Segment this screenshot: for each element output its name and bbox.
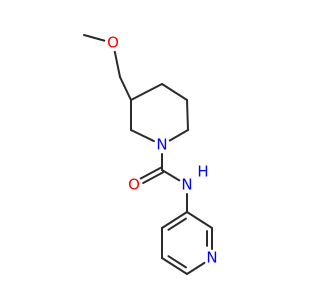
bond-c6-n1: [168, 129, 189, 142]
atom-label-n_amide: N: [181, 176, 192, 194]
bond-py_c3-py_c4-inner: [167, 217, 187, 231]
atom-label-h_amide: H: [197, 163, 208, 181]
bond-py_c2-py_c3: [186, 211, 213, 229]
bond-o_ether-c_ch2: [113, 50, 121, 78]
bond-py_c5-py_c6: [161, 257, 188, 275]
bond-c_carbonyl-o_carbonyl-a: [139, 166, 162, 180]
bonds-layer: [83, 34, 213, 275]
atom-label-o_ether: O: [107, 34, 119, 52]
atom-label-o_carbonyl: O: [128, 176, 140, 194]
bond-c3-c4: [130, 83, 163, 101]
atom-label-n_pyridine: N: [206, 249, 217, 267]
bond-py_c5-py_c6-inner: [167, 255, 187, 269]
bond-c4-c5: [161, 83, 188, 101]
bond-c_ch2-c3: [119, 76, 132, 101]
bond-c_methyl-o_ether: [83, 34, 106, 42]
bond-c_carbonyl-o_carbonyl-b: [142, 171, 165, 185]
bond-py_c6-n_pyridine: [186, 261, 206, 275]
bond-c5-c6: [186, 99, 189, 131]
bond-n1-c2: [130, 129, 155, 143]
bond-c_carbonyl-n_amide: [161, 169, 181, 182]
atom-label-n1: N: [156, 136, 167, 154]
bond-py_c3-py_c4: [161, 211, 188, 229]
